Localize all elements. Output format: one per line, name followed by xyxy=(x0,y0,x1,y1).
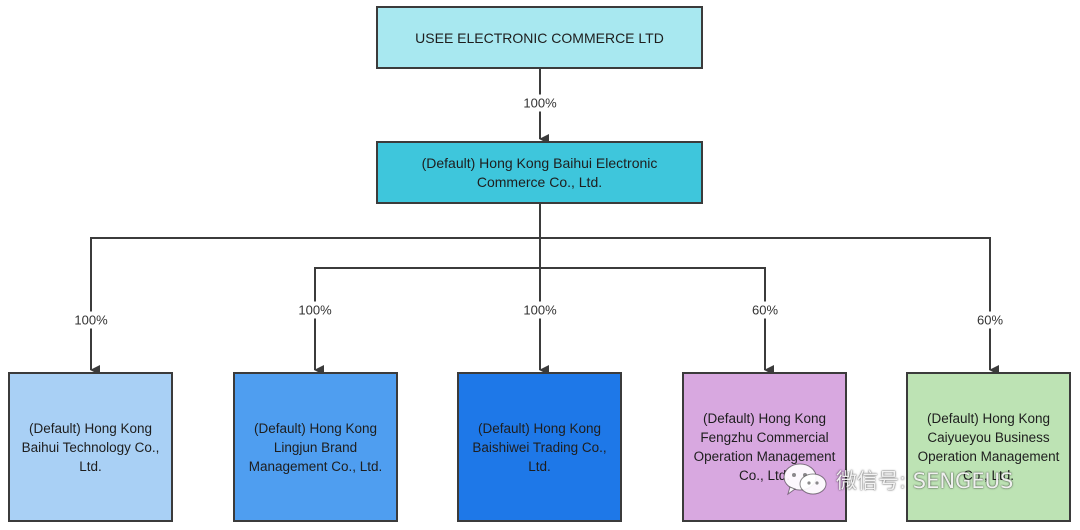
child-1-percent: 100% xyxy=(72,311,110,329)
wechat-icon xyxy=(783,463,827,496)
child-node-3: (Default) Hong Kong Baishiwei Trading Co… xyxy=(457,372,622,522)
child-2-label: (Default) Hong Kong Lingjun Brand Manage… xyxy=(248,420,383,474)
child-node-2: (Default) Hong Kong Lingjun Brand Manage… xyxy=(233,372,398,522)
child-3-percent: 100% xyxy=(521,301,559,319)
child-4-label: (Default) Hong Kong Fengzhu Commercial O… xyxy=(693,411,836,483)
watermark-text: 微信号: SENGEUS xyxy=(836,469,1014,493)
child-node-1: (Default) Hong Kong Baihui Technology Co… xyxy=(8,372,173,522)
child-1-label: (Default) Hong Kong Baihui Technology Co… xyxy=(21,420,160,474)
edge-inner-bus xyxy=(314,267,766,370)
child-5-percent: 60% xyxy=(974,311,1006,329)
child-node-4: (Default) Hong Kong Fengzhu Commercial O… xyxy=(682,372,847,522)
edge-outer-bus xyxy=(90,237,991,370)
mid-node: (Default) Hong Kong Baihui Electronic Co… xyxy=(376,141,703,204)
watermark: 微信号: SENGEUS xyxy=(782,462,1013,498)
root-node: USEE ELECTRONIC COMMERCE LTD xyxy=(376,6,703,69)
child-2-percent: 100% xyxy=(296,301,334,319)
child-3-label: (Default) Hong Kong Baishiwei Trading Co… xyxy=(472,420,607,474)
root-label: USEE ELECTRONIC COMMERCE LTD xyxy=(415,29,664,46)
root-mid-percent: 100% xyxy=(521,94,559,112)
child-node-5: (Default) Hong Kong Caiyueyou Business O… xyxy=(906,372,1071,522)
mid-label: (Default) Hong Kong Baihui Electronic Co… xyxy=(421,154,658,190)
child-4-percent: 60% xyxy=(749,301,781,319)
child-5-label: (Default) Hong Kong Caiyueyou Business O… xyxy=(917,411,1060,483)
